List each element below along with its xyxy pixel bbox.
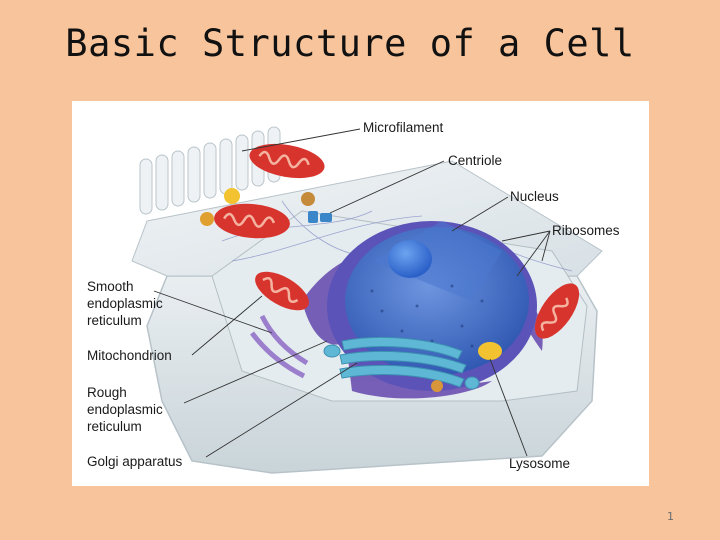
label-rough-er-1: Rough [87, 385, 127, 400]
label-ribosomes: Ribosomes [552, 223, 620, 238]
label-nucleus: Nucleus [510, 189, 559, 204]
page-number: 1 [667, 510, 674, 523]
label-mitochondrion: Mitochondrion [87, 348, 172, 363]
mitochondria-shapes [214, 143, 580, 339]
label-rough-er-2: endoplasmic [87, 402, 163, 417]
vesicles [200, 188, 502, 392]
slide-title: Basic Structure of a Cell [65, 22, 635, 65]
label-smooth-er-3: reticulum [87, 313, 142, 328]
chromatin-dots [370, 284, 484, 348]
centriole-shape [308, 211, 332, 223]
cell-illustration: Microfilament Centriole Nucleus Ribosome… [87, 120, 620, 474]
label-microfilament: Microfilament [363, 120, 444, 135]
label-centriole: Centriole [448, 153, 502, 168]
lysosome-shape [478, 342, 502, 360]
label-rough-er-3: reticulum [87, 419, 142, 434]
label-golgi: Golgi apparatus [87, 454, 183, 469]
leader-lines [153, 128, 551, 458]
label-smooth-er-2: endoplasmic [87, 296, 163, 311]
label-smooth-er-1: Smooth [87, 279, 134, 294]
nucleolus [388, 240, 432, 278]
smooth-er-shape [250, 314, 309, 379]
golgi-shape [323, 336, 480, 390]
label-lysosome: Lysosome [509, 456, 570, 471]
cell-diagram: Microfilament Centriole Nucleus Ribosome… [72, 101, 649, 486]
